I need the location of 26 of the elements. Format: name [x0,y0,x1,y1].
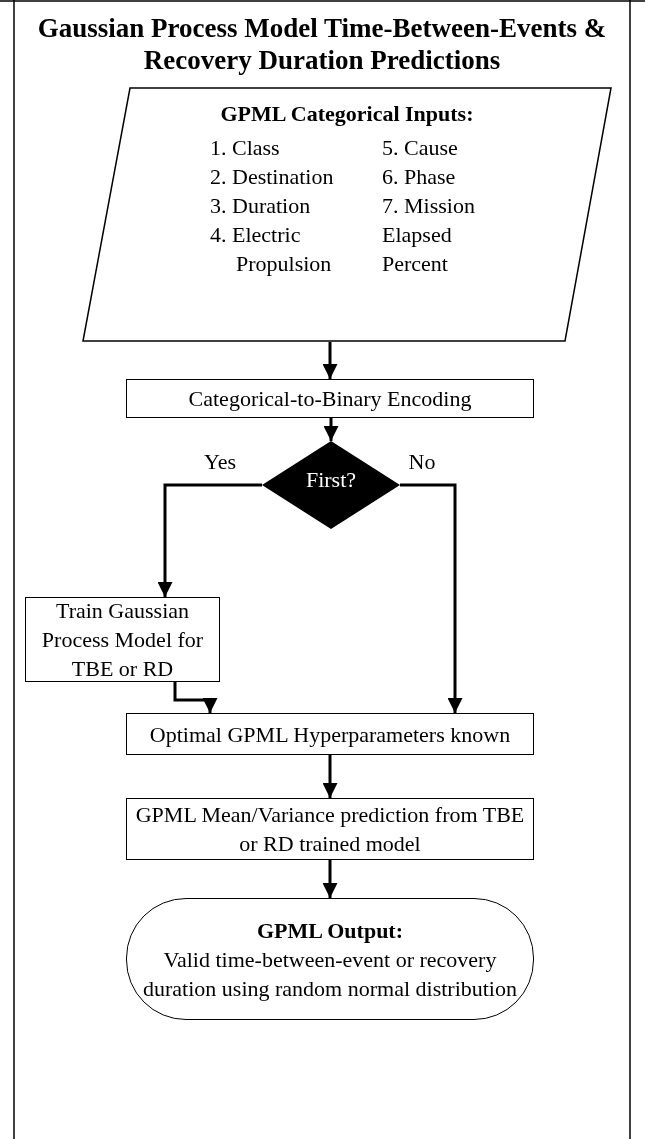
process-text: GPML Mean/Variance prediction from TBE or RD trained model [134,801,526,858]
process-box [25,597,220,682]
arrow [157,483,262,597]
list-item: 6. Phase [382,163,457,191]
list-item: 3. Duration [210,192,312,220]
arrow [400,483,463,713]
arrow [322,860,338,898]
arrow [173,682,218,713]
process-box [126,379,534,418]
arrow [322,342,338,379]
process-text: Train Gaussian Process Model for TBE or RD [40,597,205,683]
process-text: Categorical-to-Binary Encoding [188,385,472,413]
process-text: Optimal GPML Hyperparameters known [149,720,511,749]
list-item: 5. Cause [382,134,459,162]
list-item: 7. Mission Elapsed Percent [382,192,476,278]
diagram-title: Gaussian Process Model Time-Between-Events & Recovery Duration Predictions [36,12,608,76]
process-box [126,713,534,755]
list-item: 4. Electric Propulsion [210,221,333,278]
list-item: 2. Destination [210,163,335,191]
arrow [322,755,338,798]
arrow [323,418,339,441]
input-heading: GPML Categorical Inputs: [220,100,474,128]
decision-text: First? [305,467,357,493]
terminal-heading: GPML Output: [256,916,404,945]
terminal-text: Valid time-between-event or recovery duration using random normal distribution [142,945,518,1003]
list-item: 1. Class [210,134,281,162]
